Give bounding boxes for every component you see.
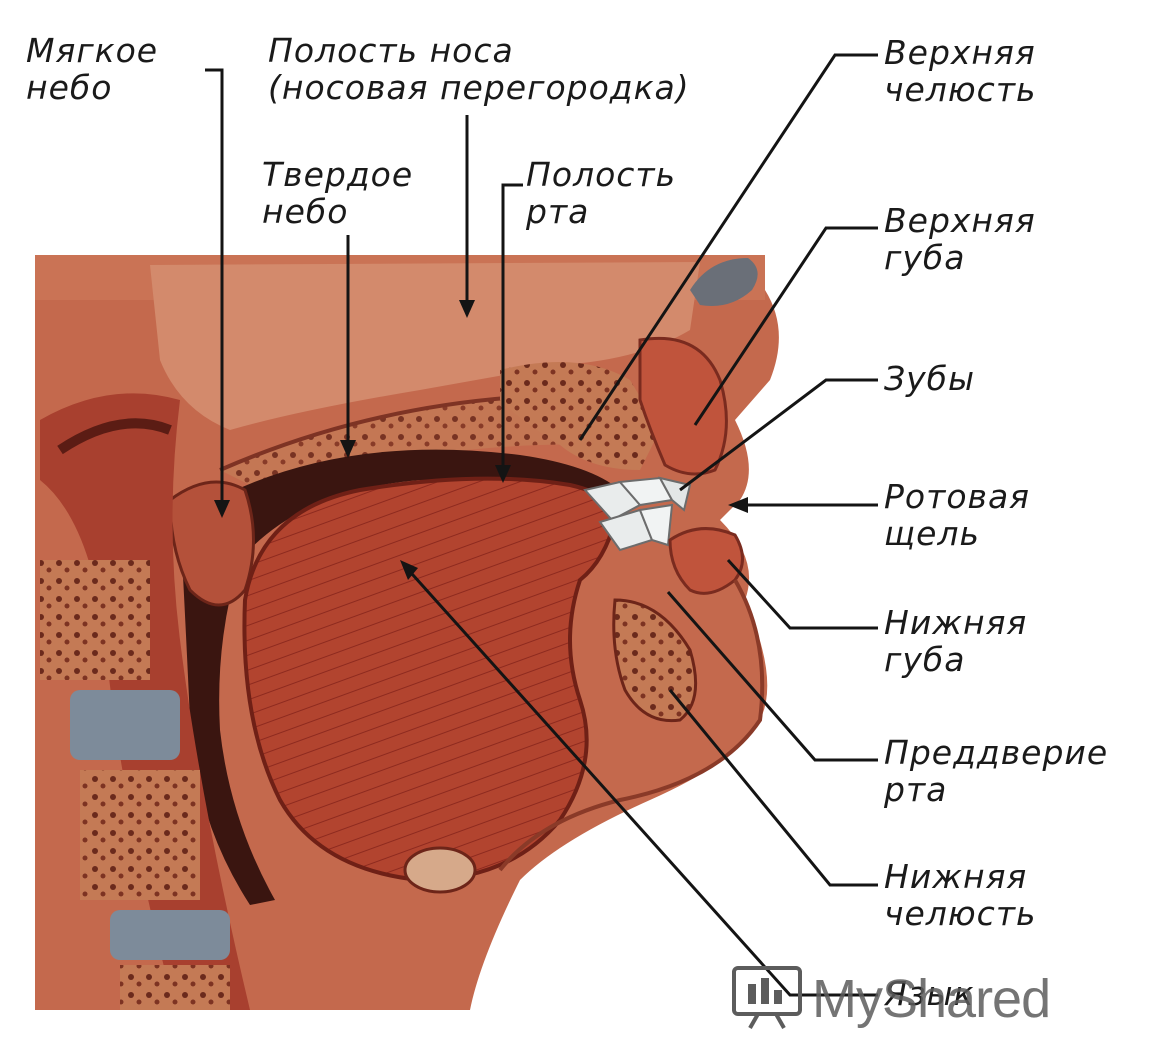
label-mouth-opening: Ротовая щель <box>884 478 1030 552</box>
label-upper-lip: Верхняя губа <box>884 202 1036 276</box>
label-teeth: Зубы <box>884 360 975 397</box>
tongue-shape <box>244 479 615 880</box>
label-hard-palate: Твердое небо <box>262 156 413 230</box>
label-vestibule: Преддверие рта <box>884 734 1108 808</box>
label-lower-jaw: Нижняя челюсть <box>884 858 1037 932</box>
label-oral-cavity: Полость рта <box>526 156 676 230</box>
label-soft-palate: Мягкое небо <box>26 32 158 106</box>
watermark-logo-icon <box>728 962 808 1032</box>
label-lower-lip: Нижняя губа <box>884 604 1027 678</box>
hyoid-bone <box>405 848 475 892</box>
label-nasal-cavity: Полость носа (носовая перегородка) <box>268 32 690 106</box>
watermark-text: MyShared <box>812 968 1050 1030</box>
label-upper-jaw: Верхняя челюсть <box>884 34 1037 108</box>
